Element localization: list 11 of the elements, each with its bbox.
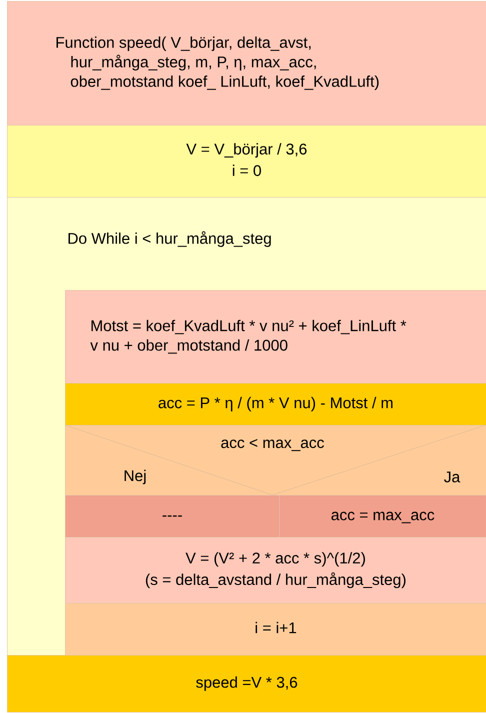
result-block: speed =V * 3,6 xyxy=(7,655,486,712)
node-label: acc = max_acc xyxy=(332,512,434,524)
decision-block: acc < max_acc Nej Ja xyxy=(64,424,486,496)
branch-block: acc = max_acc xyxy=(279,495,486,538)
statement-block: V = (V² + 2 * acc * s)^(1/2) (s = delta_avstand / hur_många_steg) xyxy=(65,537,486,604)
statement-block: Motst = koef_KvadLuft * v nu² + koef_LinLuft * v nu + ober_motstand / 1000 xyxy=(65,290,486,384)
statement-block: i = i+1 xyxy=(65,603,486,656)
branch-block: ---- xyxy=(65,495,280,538)
init-block: V = V_börjar / 3,6 i = 0 xyxy=(7,125,486,198)
statement-block: acc = P * η / (m * V nu) - Motst / m xyxy=(65,383,486,426)
function-header-block: Function speed( V_börjar, delta_avst, hur_många_steg, m, P, η, max_acc, ober_motstand koef_ LinLuft, koef_KvadLuft) xyxy=(7,1,486,126)
